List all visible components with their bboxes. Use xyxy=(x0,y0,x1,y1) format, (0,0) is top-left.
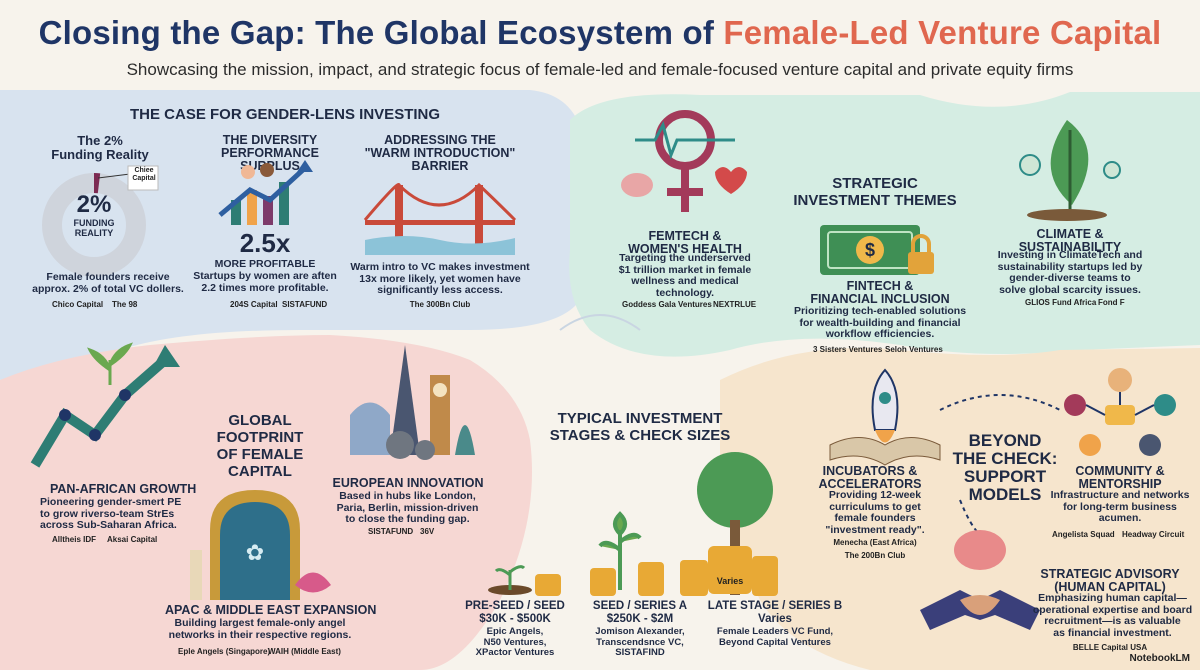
funding-text: Female founders receive approx. 2% of to… xyxy=(32,271,184,295)
africa-source-1: Alltheis IDF xyxy=(52,535,97,544)
incubators-source-2: The 200Bn Club xyxy=(844,551,906,560)
diversity-big: 2.5x xyxy=(239,228,291,258)
community-source-1: Angelista Squad xyxy=(1052,530,1115,539)
page-subtitle: Showcasing the mission, impact, and stra… xyxy=(126,60,1074,79)
diversity-text: Startups by women are aften 2.2 times mo… xyxy=(193,270,337,294)
europe-landmarks-icon xyxy=(350,345,475,460)
femtech-source-1: Goddess Gala Ventures xyxy=(622,300,712,309)
fintech-source-2: Seloh Ventures xyxy=(885,345,943,354)
stage-1-text: Epic Angels, N50 Ventures, XPactor Ventu… xyxy=(475,626,555,658)
funding-source-2: The 98 xyxy=(112,300,138,309)
stages-section-title: TYPICAL INVESTMENT STAGES & CHECK SIZES xyxy=(549,410,731,444)
community-source-2: Headway Circuit xyxy=(1122,530,1185,539)
climate-icon xyxy=(1019,120,1121,221)
incubators-source-1: Menecha (East Africa) xyxy=(833,538,917,547)
funding-donut-value: 2% xyxy=(76,191,112,218)
climate-text: Investing in ClimateTech and sustainabil… xyxy=(997,249,1143,296)
incubator-rocket-icon xyxy=(829,368,941,466)
themes-section-title: STRATEGIC INVESTMENT THEMES xyxy=(793,175,957,209)
europe-text: Based in hubs like London, Paria, Berlin… xyxy=(336,490,479,525)
stage-2-text: Jomison Alexander, Transcendsnce VC, SIS… xyxy=(595,626,685,658)
growth-chart-icon xyxy=(218,160,313,225)
africa-text: Pioneering gender-smert PE to grow river… xyxy=(40,496,182,531)
apac-text: Building largest female-only angel netwo… xyxy=(168,617,352,641)
apac-heading: APAC & MIDDLE EAST EXPANSION xyxy=(165,603,377,617)
diversity-source-2: SISTAFUND xyxy=(282,300,328,309)
advisory-heading: STRATEGIC ADVISORY (HUMAN CAPITAL) xyxy=(1040,567,1180,594)
title-accent: Female-Led Venture Capital xyxy=(723,14,1162,51)
fintech-heading: FINTECH & FINANCIAL INCLUSION xyxy=(810,279,950,306)
case-section-title: THE CASE FOR GENDER-LENS INVESTING xyxy=(130,106,441,123)
climate-source-2: Fond F xyxy=(1098,298,1125,307)
apac-arch-icon: ✿ xyxy=(190,490,331,600)
stage-3-heading: LATE STAGE / SERIES B Varies xyxy=(707,600,843,625)
fintech-text: Prioritizing tech-enabled solutions for … xyxy=(793,305,967,340)
stages-coins-illustration xyxy=(488,452,778,596)
africa-source-2: Aksai Capital xyxy=(107,535,158,544)
diversity-sub: MORE PROFITABLE xyxy=(214,258,316,270)
europe-source-1: SISTAFUND xyxy=(368,527,414,536)
footprint-section-title: GLOBAL FOOTPRINT OF FEMALE CAPITAL xyxy=(216,412,304,480)
femtech-icon xyxy=(621,110,747,212)
femtech-heading: FEMTECH & WOMEN'S HEALTH xyxy=(628,229,742,256)
beyond-section-title: BEYOND THE CHECK: SUPPORT MODELS xyxy=(952,431,1058,504)
community-network-icon xyxy=(1064,368,1176,456)
svg-text:$: $ xyxy=(865,240,875,260)
seed-coins xyxy=(488,565,561,596)
bridge-icon xyxy=(363,182,517,255)
funding-callout: Chiee Capital xyxy=(132,167,156,182)
notebooklm-watermark: NotebookLM xyxy=(1129,653,1190,664)
funding-source-1: Chico Capital xyxy=(52,300,104,309)
warm-source-1: The 300Bn Club xyxy=(409,300,471,309)
femtech-source-2: NEXTRLUE xyxy=(713,300,757,309)
africa-growth-icon xyxy=(30,342,180,468)
late-coins xyxy=(680,452,778,596)
advisory-handshake-icon xyxy=(920,530,1040,630)
femtech-text: Targeting the underserved $1 trillion ma… xyxy=(618,252,752,299)
community-heading: COMMUNITY & MENTORSHIP xyxy=(1075,464,1165,491)
europe-source-2: 36V xyxy=(420,527,435,536)
stage-2-heading: SEED / SERIES A $250K - $2M xyxy=(592,600,688,625)
stages-coin-label: Varies xyxy=(716,576,744,586)
apac-source-1: Eple Angels (Singapore) xyxy=(178,647,271,656)
climate-heading: CLIMATE & SUSTAINABILITY xyxy=(1018,227,1122,254)
svg-text:✿: ✿ xyxy=(246,541,264,566)
warm-text: Warm intro to VC makes investment 13x mo… xyxy=(350,261,530,296)
fintech-source-1: 3 Sisters Ventures xyxy=(813,345,883,354)
diversity-source-1: 204S Capital xyxy=(230,300,278,309)
diversity-heading: THE DIVERSITY PERFORMANCE SURPLUS xyxy=(221,133,319,173)
europe-heading: EUROPEAN INNOVATION xyxy=(332,476,484,490)
funding-donut xyxy=(42,165,159,277)
advisory-text: Emphasizing human capital— operational e… xyxy=(1032,592,1193,639)
page-title: Closing the Gap: The Global Ecosystem of… xyxy=(38,14,1162,51)
africa-heading: PAN-AFRICAN GROWTH xyxy=(50,482,197,496)
stage-3-text: Female Leaders VC Fund, Beyond Capital V… xyxy=(716,626,834,648)
advisory-source-1: BELLE Capital USA xyxy=(1072,643,1148,652)
fintech-icon: $ xyxy=(820,225,934,275)
growth-coins xyxy=(590,511,664,596)
warm-heading: ADDRESSING THE "WARM INTRODUCTION" BARRI… xyxy=(364,133,516,173)
stage-1-heading: PRE-SEED / SEED $30K - $500K xyxy=(465,600,565,625)
apac-source-2: WAIH (Middle East) xyxy=(268,647,341,656)
incubators-heading: INCUBATORS & ACCELERATORS xyxy=(818,464,922,491)
funding-donut-label: FUNDING REALITY xyxy=(73,218,115,238)
funding-heading: The 2% Funding Reality xyxy=(51,133,149,162)
climate-source-1: GLIOS Fund Africa xyxy=(1025,298,1097,307)
community-text: Infrastructure and networks for long-ter… xyxy=(1050,489,1190,524)
incubators-text: Providing 12-week curriculums to get fem… xyxy=(825,489,925,536)
